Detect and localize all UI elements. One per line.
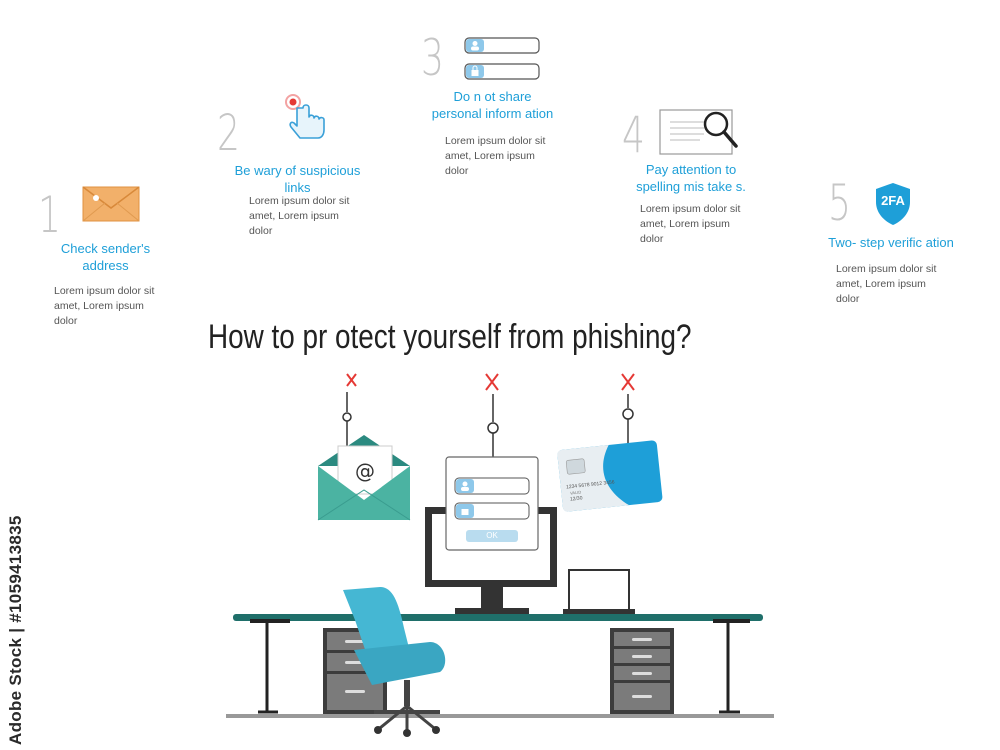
laptop bbox=[563, 569, 635, 614]
login-fields-icon bbox=[464, 37, 540, 80]
step-2-text: Lorem ipsum dolor sit amet, Lorem ipsum … bbox=[249, 195, 350, 237]
step-4-text: Lorem ipsum dolor sit amet, Lorem ipsum … bbox=[640, 203, 741, 245]
credit-card bbox=[557, 440, 663, 512]
step-5-title: Two- step verific ation bbox=[828, 235, 954, 250]
office-chair bbox=[343, 587, 446, 737]
svg-text:@: @ bbox=[355, 459, 375, 483]
step-2-title: Be wary of suspicious links bbox=[234, 163, 361, 195]
card-expiry: 12/30 bbox=[569, 495, 583, 503]
step-3-text: Lorem ipsum dolor sit amet, Lorem ipsum … bbox=[445, 135, 546, 177]
login-ok-button[interactable]: OK bbox=[486, 531, 498, 540]
page-heading: How to pr otect yourself from phishing? bbox=[208, 318, 692, 356]
2fa-badge-label: 2FA bbox=[881, 193, 905, 208]
step-4-title: Pay attention to spelling mis take s. bbox=[636, 162, 746, 194]
step-4-number: 4 bbox=[622, 106, 645, 164]
open-envelope-icon: @ bbox=[317, 435, 411, 521]
pointing-hand-click-icon bbox=[285, 94, 325, 139]
envelope-icon bbox=[82, 186, 140, 222]
step-3-number: 3 bbox=[421, 29, 444, 87]
step-5-number: 5 bbox=[828, 174, 851, 232]
stock-credit: Adobe Stock | #1059413835 bbox=[6, 515, 25, 745]
drawer-cabinet-right bbox=[610, 628, 674, 714]
step-1-title: Check sender's address bbox=[60, 241, 151, 273]
magnifier-document-icon bbox=[659, 109, 738, 155]
step-1-text: Lorem ipsum dolor sit amet, Lorem ipsum … bbox=[54, 285, 155, 327]
step-2-number: 2 bbox=[217, 104, 240, 162]
step-1-number: 1 bbox=[38, 186, 61, 244]
login-form-window bbox=[445, 456, 539, 551]
hook-line-center bbox=[478, 373, 499, 471]
phishing-illustration: @ bbox=[226, 373, 774, 737]
shield-2fa-icon: 2FA bbox=[874, 182, 912, 226]
step-3-title: Do n ot share personal inform ation bbox=[431, 89, 554, 121]
step-5-text: Lorem ipsum dolor sit amet, Lorem ipsum … bbox=[836, 263, 937, 305]
